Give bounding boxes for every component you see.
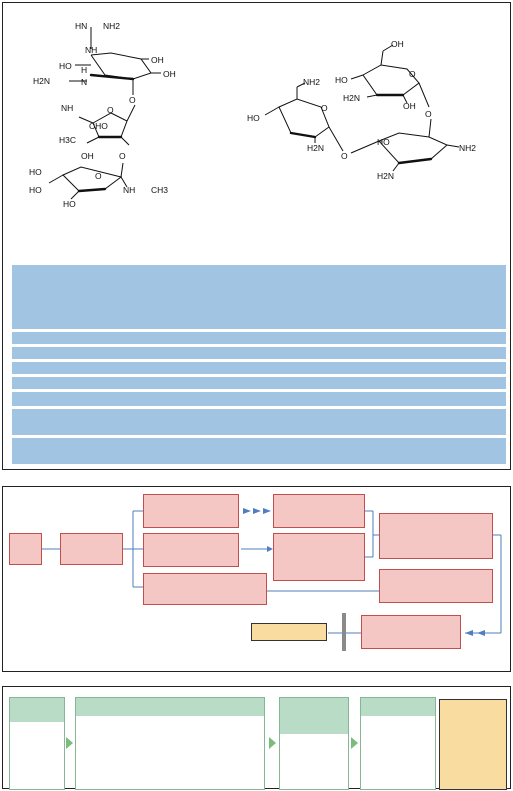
label-oh-mid-right: OH — [403, 101, 416, 111]
flowchart-panel — [2, 486, 511, 672]
label-nh-mid: NH — [61, 103, 73, 113]
process-column-3-header — [280, 698, 348, 734]
flow-box-right-top — [379, 513, 493, 559]
table-row — [12, 332, 506, 344]
label-ho-lower-3: HO — [63, 199, 76, 209]
label-n: N — [81, 77, 87, 87]
flow-box-top-right-1 — [273, 494, 365, 528]
process-panel — [2, 686, 511, 790]
flow-box-branch-top — [143, 494, 239, 528]
flow-box-final — [361, 615, 461, 649]
label-o-link: O — [129, 95, 136, 105]
flow-box-step-1 — [60, 533, 123, 565]
label-nh2-right: NH2 — [459, 143, 476, 153]
label-o-top-ring: O — [409, 69, 416, 79]
label-ho-top: HO — [335, 75, 348, 85]
table-row — [12, 438, 506, 464]
label-o-link-top: O — [425, 109, 432, 119]
label-h: H — [81, 65, 87, 75]
table-row — [12, 377, 506, 389]
label-oh-top: OH — [391, 39, 404, 49]
flow-box-mid-right-1 — [273, 533, 365, 581]
flow-box-branch-bottom — [143, 573, 267, 605]
label-h2n-top: H2N — [343, 93, 360, 103]
process-arrow-1 — [66, 737, 73, 749]
process-column-2-header — [76, 698, 264, 716]
table-row — [12, 409, 506, 435]
table-header-block — [12, 265, 506, 329]
label-o-ring: O — [107, 105, 114, 115]
label-nh2-top: NH2 — [103, 21, 120, 31]
process-column-4-header — [361, 698, 435, 716]
label-h3c: H3C — [59, 135, 76, 145]
label-o-lower-ring: O — [95, 171, 102, 181]
process-result-box — [439, 699, 507, 790]
label-ho-lower-2: HO — [29, 185, 42, 195]
flow-box-right-bottom — [379, 569, 493, 603]
label-hn: HN — [75, 21, 87, 31]
label-o-left-ring: O — [321, 103, 328, 113]
flow-box-branch-mid — [143, 533, 239, 567]
label-ch3: CH3 — [151, 185, 168, 195]
flow-box-start — [9, 533, 42, 565]
right-chemical-structure: OH HO H2N O OH O NH2 HO O H2N O HO NH2 H… — [247, 39, 476, 181]
label-h2n: H2N — [33, 76, 50, 86]
label-oh-2: OH — [163, 69, 176, 79]
process-arrow-2 — [269, 737, 276, 749]
flow-box-result — [251, 623, 327, 641]
label-o-lower: O — [119, 151, 126, 161]
label-nh-lower: NH — [123, 185, 135, 195]
process-arrow-3 — [351, 737, 358, 749]
table-row — [12, 362, 506, 374]
label-oh-mid: OH — [81, 151, 94, 161]
label-ho-ring: HO — [59, 61, 72, 71]
table-row — [12, 392, 506, 406]
label-nh-guanidine: NH — [85, 45, 97, 55]
structures-panel: HN NH2 NH HO H OH OH H2N N O NH O CHO H3… — [2, 2, 511, 470]
table-row — [12, 347, 506, 359]
label-ho-center: HO — [377, 137, 390, 147]
label-ho-lower-1: HO — [29, 167, 42, 177]
label-o-link-left: O — [341, 151, 348, 161]
label-ho-left: HO — [247, 113, 260, 123]
label-h2n-left: H2N — [307, 143, 324, 153]
process-column-1-header — [10, 698, 64, 722]
flowchart-connectors — [42, 508, 502, 651]
label-cho: CHO — [89, 121, 108, 131]
label-nh2-side: NH2 — [303, 77, 320, 87]
label-h2n-bottom: H2N — [377, 171, 394, 181]
label-oh-1: OH — [151, 55, 164, 65]
left-chemical-structure: HN NH2 NH HO H OH OH H2N N O NH O CHO H3… — [29, 21, 176, 209]
